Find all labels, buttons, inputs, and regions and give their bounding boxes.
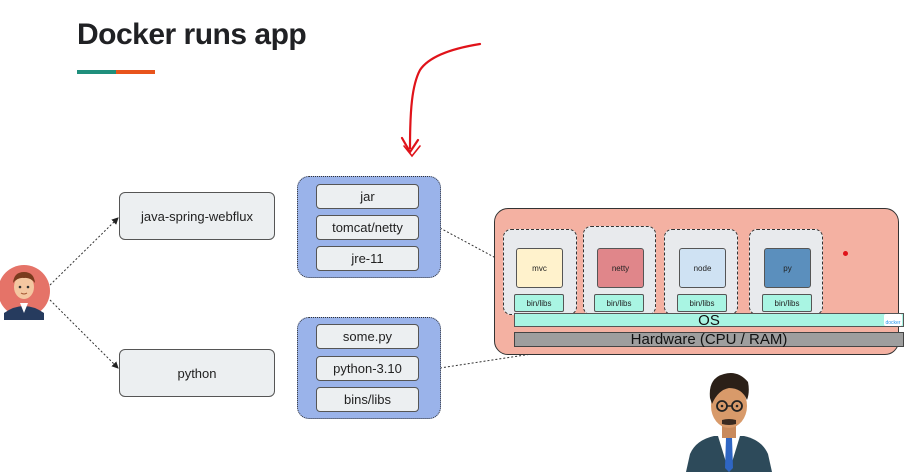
- stack-layer: python-3.10: [316, 356, 419, 381]
- app-box-python: python: [119, 349, 275, 397]
- container-node: node bin/libs: [664, 229, 738, 315]
- stack-layer: some.py: [316, 324, 419, 349]
- app-box-java: java-spring-webflux: [119, 192, 275, 240]
- arrow-user-to-java: [49, 217, 119, 286]
- java-stack: jar tomcat/netty jre-11: [297, 176, 441, 278]
- docker-logo-icon: docker: [884, 314, 902, 326]
- container-bins: bin/libs: [594, 294, 644, 312]
- container-bins: bin/libs: [677, 294, 727, 312]
- stack-layer: bins/libs: [316, 387, 419, 412]
- container-bins: bin/libs: [514, 294, 564, 312]
- stack-layer: tomcat/netty: [316, 215, 419, 240]
- arrow-user-to-python: [49, 299, 119, 369]
- container-app: mvc: [516, 248, 563, 288]
- link-python-stack-to-host: [439, 313, 781, 369]
- hand-drawn-arrow: [400, 42, 482, 154]
- hardware-layer: Hardware (CPU / RAM): [514, 331, 904, 348]
- container-py: py bin/libs: [749, 229, 823, 315]
- os-layer: OS: [514, 312, 904, 329]
- title-accent-orange: [116, 70, 155, 74]
- title-accent-teal: [77, 70, 116, 74]
- container-bins: bin/libs: [762, 294, 812, 312]
- presenter-illustration: [686, 373, 772, 472]
- stack-layer: jre-11: [316, 246, 419, 271]
- container-app: node: [679, 248, 726, 288]
- container-app: netty: [597, 248, 644, 288]
- python-stack: some.py python-3.10 bins/libs: [297, 317, 441, 419]
- stack-layer: jar: [316, 184, 419, 209]
- container-netty: netty bin/libs: [583, 226, 656, 315]
- container-app: py: [764, 248, 811, 288]
- page-title: Docker runs app: [77, 18, 307, 51]
- container-mvc: mvc bin/libs: [503, 229, 577, 315]
- red-dot: [843, 251, 848, 256]
- user-avatar-icon: [0, 265, 50, 320]
